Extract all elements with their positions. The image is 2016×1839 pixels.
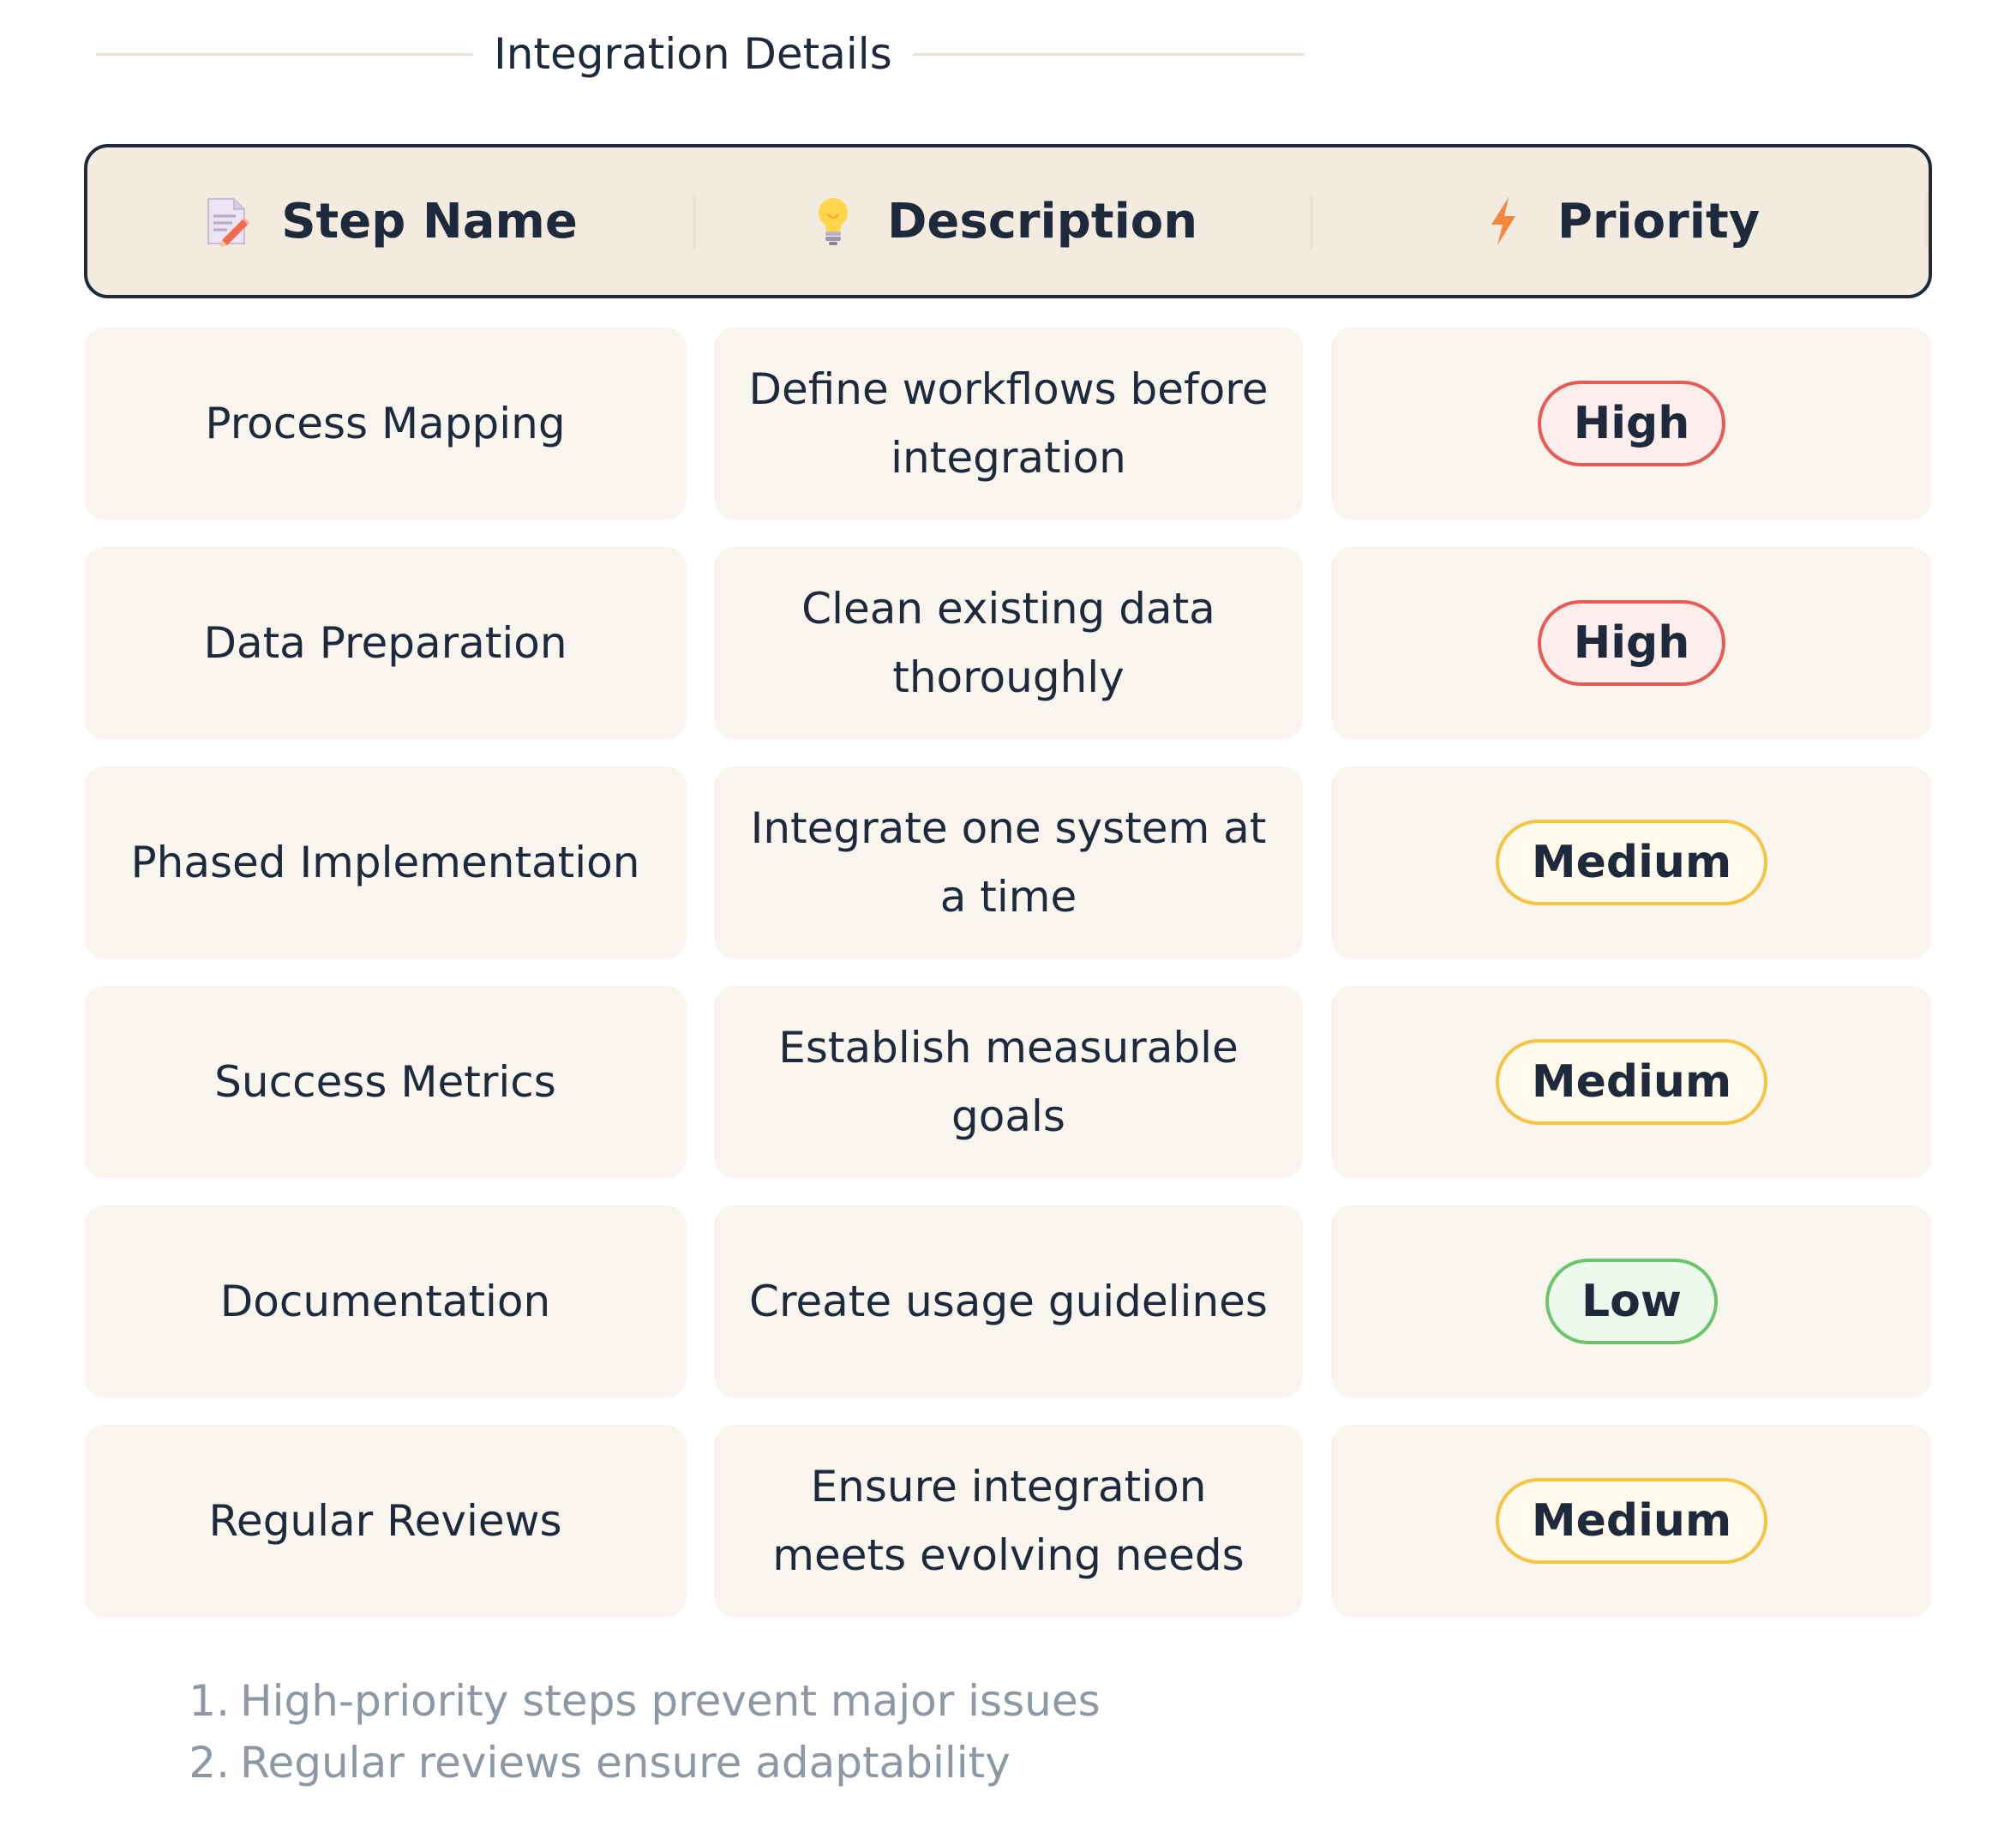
- footnotes-list: 1.High-priority steps prevent major issu…: [185, 1670, 1101, 1794]
- description-cell: Define workflows before integration: [714, 328, 1303, 520]
- step-name-cell: Phased Implementation: [84, 766, 687, 959]
- lightning-bolt-icon: [1479, 195, 1528, 248]
- step-name-cell: Success Metrics: [84, 986, 687, 1178]
- table-row: Documentation Create usage guidelines Lo…: [84, 1205, 1932, 1397]
- footnote-text: Regular reviews ensure adaptability: [240, 1738, 1011, 1788]
- priority-cell: Medium: [1331, 1425, 1932, 1617]
- priority-badge-low: Low: [1545, 1259, 1718, 1344]
- priority-badge-high: High: [1537, 600, 1726, 686]
- table-row: Success Metrics Establish measurable goa…: [84, 986, 1932, 1178]
- footnote-number: 2.: [189, 1738, 230, 1788]
- title-rule-left: [96, 52, 473, 56]
- header-priority: Priority: [1313, 147, 1925, 295]
- header-divider: [1310, 194, 1314, 249]
- step-name-cell: Data Preparation: [84, 547, 687, 739]
- table-row: Data Preparation Clean existing data tho…: [84, 547, 1932, 739]
- header-divider: [1925, 194, 1929, 249]
- header-priority-label: Priority: [1557, 193, 1761, 249]
- table-row: Process Mapping Define workflows before …: [84, 328, 1932, 520]
- footnote-item: 1.High-priority steps prevent major issu…: [185, 1670, 1101, 1732]
- priority-cell: High: [1331, 328, 1932, 520]
- table-row: Regular Reviews Ensure integration meets…: [84, 1425, 1932, 1617]
- header-description: Description: [696, 147, 1310, 295]
- footnote-number: 1.: [189, 1676, 230, 1726]
- header-step-name: Step Name: [87, 147, 693, 295]
- step-name-cell: Documentation: [84, 1205, 687, 1397]
- header-step-name-label: Step Name: [281, 193, 578, 249]
- description-cell: Ensure integration meets evolving needs: [714, 1425, 1303, 1617]
- priority-cell: Medium: [1331, 766, 1932, 959]
- header-divider: [693, 194, 697, 249]
- footnote-item: 2.Regular reviews ensure adaptability: [185, 1732, 1101, 1794]
- priority-cell: High: [1331, 547, 1932, 739]
- priority-badge-high: High: [1537, 381, 1726, 466]
- description-cell: Create usage guidelines: [714, 1205, 1303, 1397]
- priority-badge-medium: Medium: [1495, 1039, 1768, 1125]
- priority-cell: Low: [1331, 1205, 1932, 1397]
- memo-pencil-icon: [202, 195, 252, 248]
- description-cell: Establish measurable goals: [714, 986, 1303, 1178]
- priority-badge-medium: Medium: [1495, 1478, 1768, 1564]
- footnote-text: High-priority steps prevent major issues: [240, 1676, 1101, 1726]
- section-title-label: Integration Details: [494, 29, 892, 79]
- title-rule-right: [912, 52, 1305, 56]
- priority-badge-medium: Medium: [1495, 820, 1768, 905]
- header-description-label: Description: [886, 193, 1198, 249]
- step-name-cell: Process Mapping: [84, 328, 687, 520]
- description-cell: Integrate one system at a time: [714, 766, 1303, 959]
- lightbulb-icon: [808, 195, 858, 248]
- priority-cell: Medium: [1331, 986, 1932, 1178]
- section-title: Integration Details: [96, 15, 1305, 93]
- table-row: Phased Implementation Integrate one syst…: [84, 766, 1932, 959]
- table-header: Step Name Description: [84, 144, 1932, 298]
- description-cell: Clean existing data thoroughly: [714, 547, 1303, 739]
- step-name-cell: Regular Reviews: [84, 1425, 687, 1617]
